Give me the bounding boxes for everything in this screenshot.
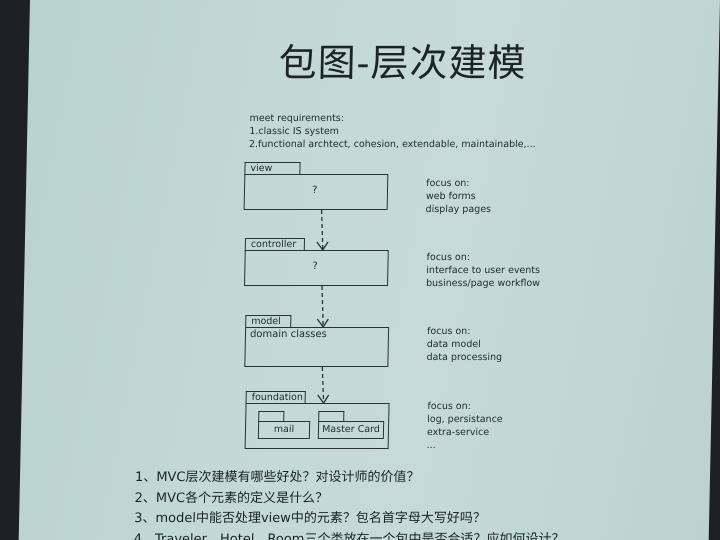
discussion-questions: 1、MVC层次建模有哪些好处？对设计师的价值？ 2、MVC各个元素的定义是什么？… xyxy=(133,468,565,540)
dependency-arrow-model-foundation xyxy=(321,366,325,403)
arrowhead-icon xyxy=(316,318,329,329)
dependency-arrows xyxy=(316,209,330,405)
dependency-arrow-view-controller xyxy=(320,209,324,250)
projected-slide: 包图-层次建模 meet requirements: 1.classic IS … xyxy=(18,0,720,540)
arrowhead-icon xyxy=(316,241,329,252)
question-item: 1、MVC层次建模有哪些好处？对设计师的价值？ xyxy=(134,470,420,485)
question-item: 2、MVC各个元素的定义是什么？ xyxy=(134,490,329,506)
dependency-arrow-controller-model xyxy=(321,285,324,327)
question-item: 3、model中能否处理view中的元素？包名首字母大写好吗？ xyxy=(133,511,486,526)
arrowhead-icon xyxy=(317,394,330,405)
question-item: 4、Traveler、Hotel、Room三个类放在一个包中是否合适？应如何设计… xyxy=(133,531,565,540)
